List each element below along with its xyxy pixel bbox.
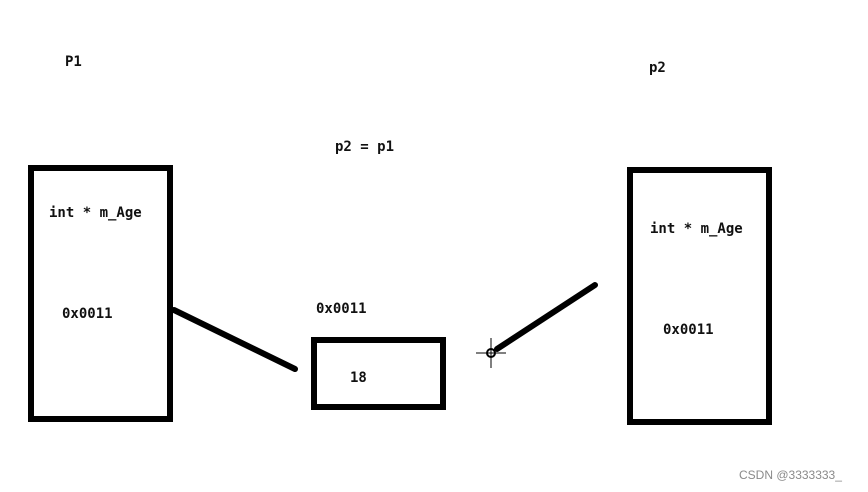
heap-memory-box (311, 337, 446, 410)
p2-object-box (627, 167, 772, 425)
p2-field-label: int * m_Age (650, 221, 743, 237)
p1-address-label: 0x0011 (62, 306, 113, 322)
p2-address-label: 0x0011 (663, 322, 714, 338)
heap-value-label: 18 (350, 370, 367, 386)
p2-pointer-line (494, 282, 598, 352)
p2-title: p2 (649, 60, 666, 76)
crosshair-cursor-icon (476, 338, 506, 368)
p1-pointer-line (171, 307, 298, 372)
heap-address-label: 0x0011 (316, 301, 367, 317)
p1-object-box (28, 165, 173, 422)
p1-field-label: int * m_Age (49, 205, 142, 221)
watermark: CSDN @3333333_ (739, 468, 842, 482)
assignment-label: p2 = p1 (335, 139, 395, 155)
p1-title: P1 (65, 54, 82, 70)
